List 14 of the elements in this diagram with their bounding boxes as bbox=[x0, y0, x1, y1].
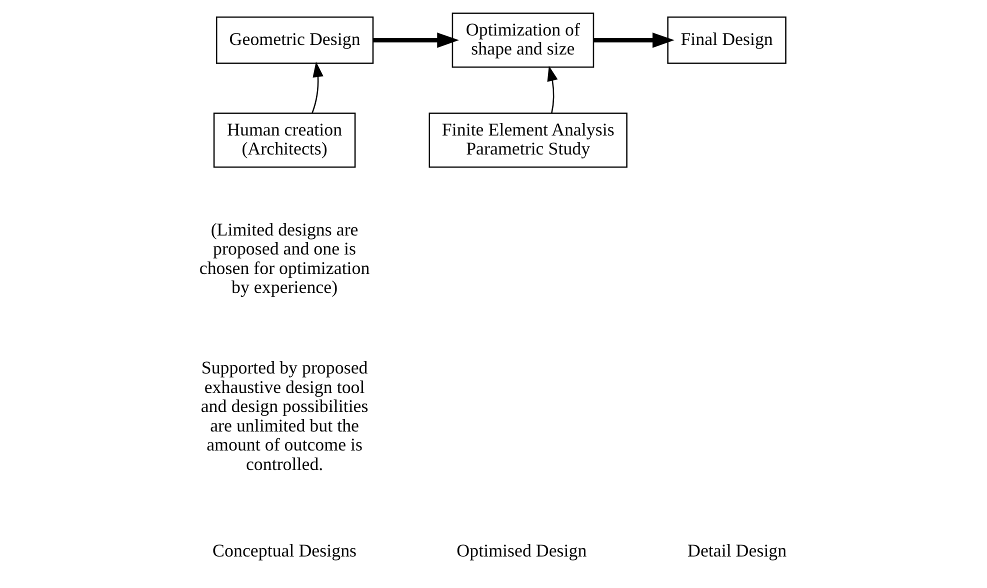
arrow bbox=[594, 32, 674, 48]
arrow bbox=[312, 62, 324, 114]
node-box: Geometric Design bbox=[216, 16, 374, 64]
label: Detail Design bbox=[687, 540, 787, 560]
node-box: Final Design bbox=[667, 16, 786, 64]
arrow bbox=[547, 66, 558, 114]
label: Conceptual Designs bbox=[212, 540, 357, 560]
node-box: Optimization of shape and size bbox=[452, 12, 594, 68]
node-box: Human creation (Architects) bbox=[213, 112, 356, 168]
node-label: (Limited designs are proposed and one is chosen for optimization by experience) bbox=[199, 219, 370, 297]
label: Optimised Design bbox=[456, 540, 587, 560]
label: Supported by proposed exhaustive design tool and design possibilities are unlimited but the amount of outcome is controlled. bbox=[200, 358, 368, 474]
node-box: Finite Element Analysis Parametric Study bbox=[428, 112, 628, 168]
arrow bbox=[373, 32, 459, 48]
